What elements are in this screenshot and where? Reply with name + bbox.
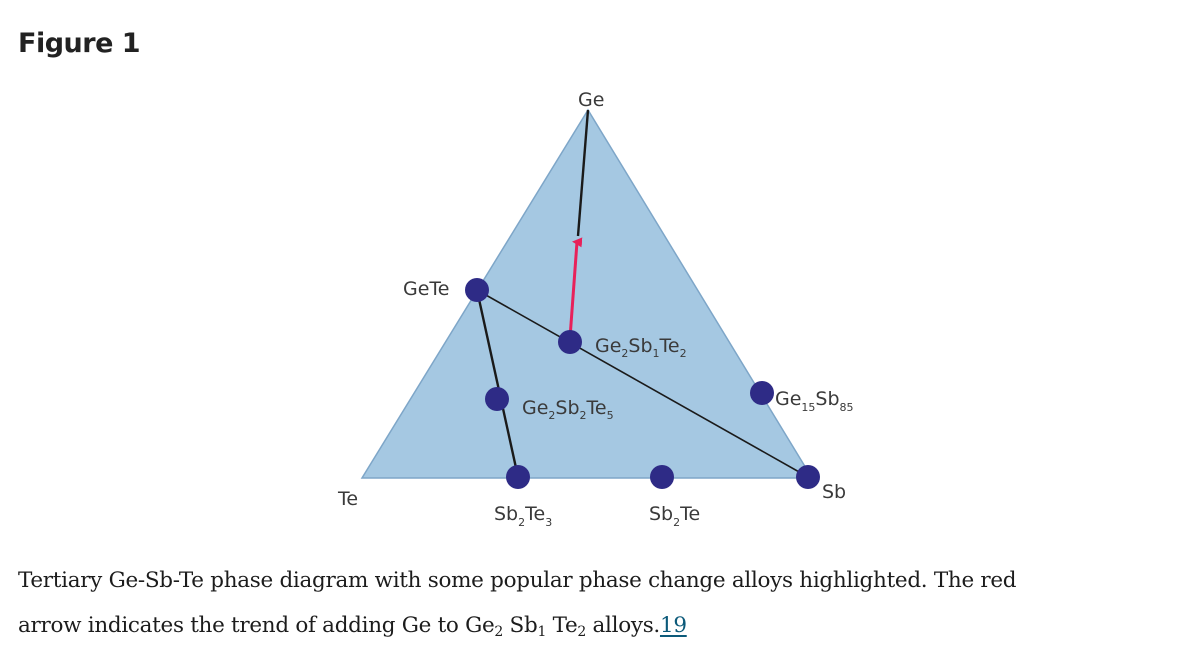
tie-line-gete-sb [476, 289, 809, 478]
caption-sb: Sb [503, 613, 538, 638]
point-gete [465, 278, 489, 302]
point-sb [796, 465, 820, 489]
label-ge15sb85: Ge15Sb85 [775, 388, 854, 414]
caption-line-2-end: alloys. [586, 613, 661, 638]
ternary-phase-diagram: Ge Te Sb GeTe Ge2Sb1Te2 Ge2Sb2Te5 Ge15Sb… [337, 89, 854, 529]
vertex-label-sb: Sb [822, 481, 846, 503]
vertex-label-te: Te [337, 488, 358, 510]
figure-caption: Tertiary Ge-Sb-Te phase diagram with som… [18, 558, 1188, 648]
tie-line-gete-sb2te3 [475, 289, 520, 478]
tie-line-ge-arrow [576, 109, 590, 237]
point-sb2te [650, 465, 674, 489]
label-gete: GeTe [403, 278, 449, 300]
point-sb2te3 [506, 465, 530, 489]
point-ge2sb2te5 [485, 387, 509, 411]
vertex-label-ge: Ge [578, 89, 604, 111]
reference-link[interactable]: 19 [659, 613, 687, 638]
label-sb2te3: Sb2Te3 [494, 503, 552, 529]
caption-te: Te [546, 613, 578, 638]
caption-subscript: 2 [577, 624, 586, 640]
point-ge2sb1te2 [558, 330, 582, 354]
label-sb2te: Sb2Te [649, 503, 700, 529]
caption-line-2-start: arrow indicates the trend of adding Ge t… [18, 613, 495, 638]
ge-addition-arrow [568, 237, 583, 339]
caption-subscript: 1 [537, 624, 547, 640]
figure-heading: Figure 1 [18, 28, 141, 59]
point-ge15sb85 [750, 381, 774, 405]
label-ge2sb1te2: Ge2Sb1Te2 [595, 335, 687, 360]
label-ge2sb2te5: Ge2Sb2Te5 [522, 397, 614, 422]
caption-line-1: Tertiary Ge-Sb-Te phase diagram with som… [18, 568, 1017, 593]
caption-subscript: 2 [494, 624, 503, 640]
